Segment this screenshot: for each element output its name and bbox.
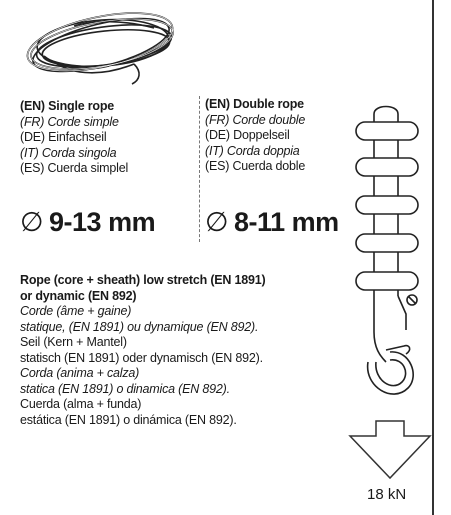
double-rope-es: (ES) Cuerda doble xyxy=(205,159,306,173)
double-rope-diameter: ∅8-11 mm xyxy=(205,207,339,237)
single-rope-en: (EN) Single rope xyxy=(20,99,115,113)
force-arrow-icon xyxy=(348,420,432,480)
single-rope-block: (EN) Single rope (FR) Corde simple (DE) … xyxy=(20,99,128,177)
single-rope-fr: (FR) Corde simple xyxy=(20,114,119,129)
column-divider xyxy=(199,96,201,242)
double-rope-de: (DE) Doppelseil xyxy=(205,128,290,142)
page-edge-rule xyxy=(432,0,434,515)
diameter-symbol: ∅ xyxy=(205,207,229,237)
double-rope-diameter-value: 8-11 mm xyxy=(234,207,339,237)
single-rope-es: (ES) Cuerda simplel xyxy=(20,161,129,175)
single-rope-de: (DE) Einfachseil xyxy=(20,130,107,144)
double-rope-en: (EN) Double rope xyxy=(205,97,304,111)
single-rope-it: (IT) Corda singola xyxy=(20,145,117,160)
rope-type-es-1: Cuerda (alma + funda) xyxy=(20,397,142,411)
double-rope-fr: (FR) Corde double xyxy=(205,112,306,127)
rope-type-es-2: estática (EN 1891) o dinámica (EN 892). xyxy=(20,412,237,427)
rope-type-de-1: Seil (Kern + Mantel) xyxy=(20,335,127,349)
rope-type-en-1: Rope (core + sheath) low stretch (EN 189… xyxy=(20,273,266,287)
single-rope-diameter: ∅9-13 mm xyxy=(20,207,156,237)
rope-type-de-2: statisch (EN 1891) oder dynamisch (EN 89… xyxy=(20,350,263,365)
double-rope-it: (IT) Corda doppia xyxy=(205,143,300,158)
rope-type-it-1: Corda (anima + calza) xyxy=(20,366,140,380)
force-label: 18 kN xyxy=(367,486,407,503)
single-rope-diameter-value: 9-13 mm xyxy=(49,207,156,237)
rope-type-block: Rope (core + sheath) low stretch (EN 189… xyxy=(20,273,266,428)
rope-type-it-2: statica (EN 1891) o dinamica (EN 892). xyxy=(20,381,230,396)
rope-type-fr-2: statique, (EN 1891) ou dynamique (EN 892… xyxy=(20,319,259,334)
rope-type-en-2: or dynamic (EN 892) xyxy=(20,288,137,303)
rope-type-fr-1: Corde (âme + gaine) xyxy=(20,304,132,318)
coiled-rope-icon xyxy=(26,12,174,85)
diameter-symbol: ∅ xyxy=(20,207,44,237)
descender-rack-icon xyxy=(355,105,419,395)
double-rope-block: (EN) Double rope (FR) Corde double (DE) … xyxy=(205,97,305,175)
